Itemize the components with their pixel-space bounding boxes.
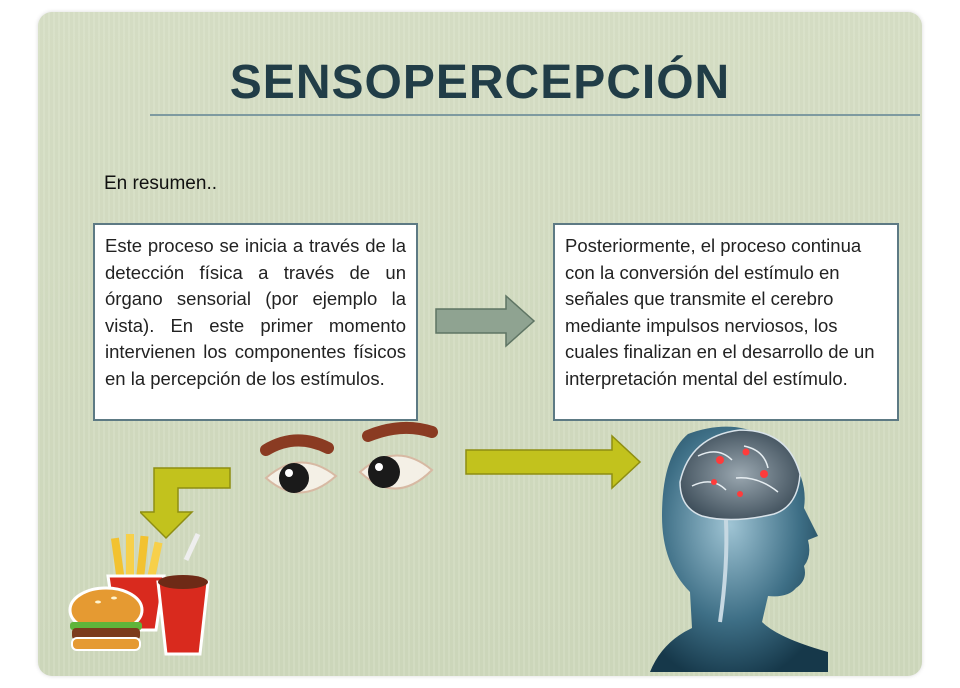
down-left-arrow-icon [140,467,231,540]
fast-food-icon [68,532,210,656]
right-arrow-icon-yellow [465,434,642,490]
brain-head-icon [650,426,828,672]
text-box-left: Este proceso se inicia a través de la de… [93,223,418,421]
eyes-icon [260,421,438,494]
slide-title: SENSOPERCEPCIÓN [229,56,731,109]
right-arrow-icon [435,294,536,348]
title-divider [150,114,920,116]
subtitle: En resumen.. [104,173,217,194]
text-box-right: Posteriormente, el proceso continua con … [553,223,899,421]
